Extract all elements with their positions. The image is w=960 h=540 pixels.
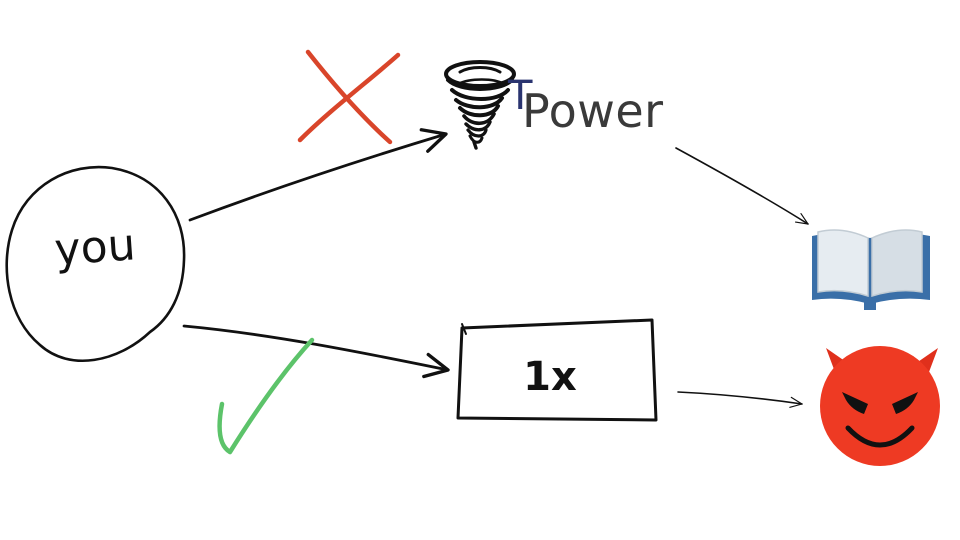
box-rect xyxy=(456,318,658,422)
green-check-mark-icon xyxy=(217,337,315,455)
arrow-box-to-devil xyxy=(677,391,803,408)
you-label: you xyxy=(53,219,137,276)
power-prefix-letter: T xyxy=(508,73,533,119)
arrow-you-to-box xyxy=(182,324,450,379)
you-node: you xyxy=(5,165,186,363)
power-label: Power xyxy=(522,84,664,138)
you-circle xyxy=(5,165,186,363)
tornado-icon xyxy=(444,60,516,150)
box-label: 1x xyxy=(523,354,577,400)
arrow-you-to-power xyxy=(188,128,448,222)
arrow-power-to-book xyxy=(675,147,809,225)
box-node: 1x xyxy=(456,318,658,422)
red-x-mark-icon xyxy=(297,49,401,145)
open-book-icon xyxy=(812,229,930,310)
smiling-devil-icon xyxy=(820,346,940,466)
